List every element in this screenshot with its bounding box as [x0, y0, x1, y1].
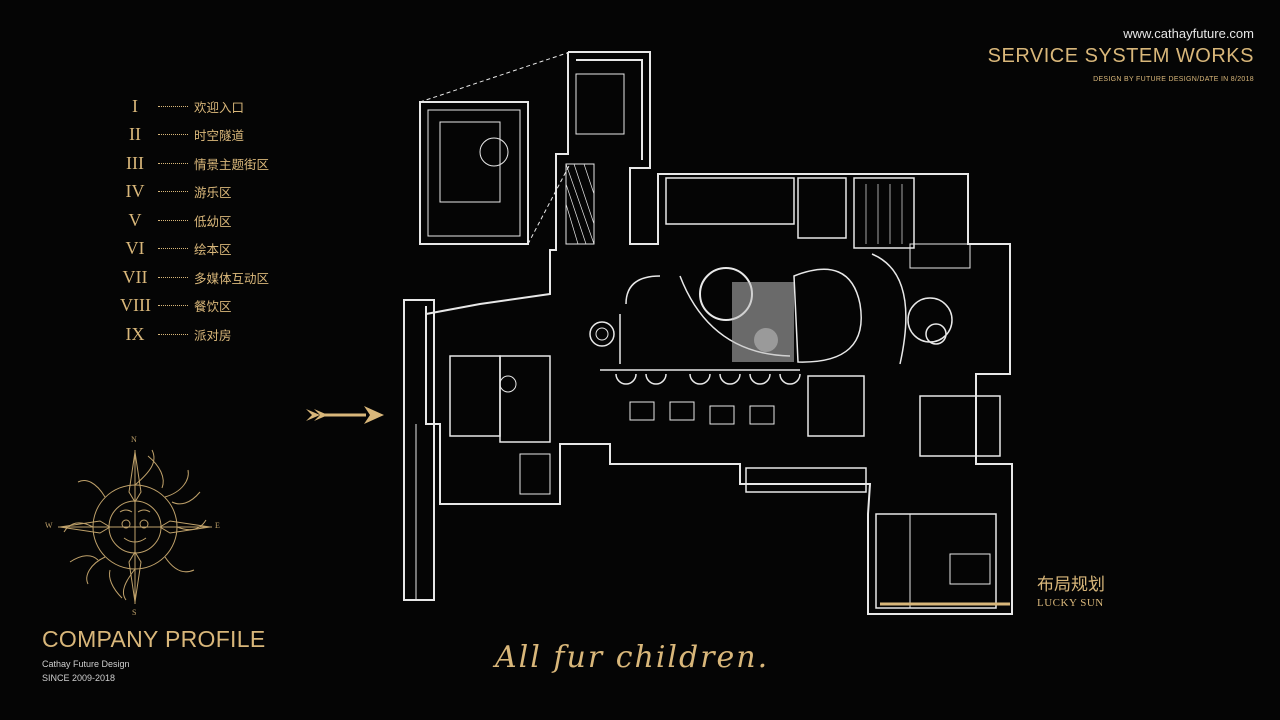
legend-numeral: I: [132, 95, 138, 116]
sun-compass-icon: [58, 449, 212, 604]
layout-label: 布局规划 LUCKY SUN: [1037, 570, 1105, 609]
floor-plan: [403, 51, 1013, 615]
legend-numeral: VIII: [120, 295, 151, 316]
company-since: SINCE 2009-2018: [42, 673, 116, 683]
legend-leader: [158, 134, 188, 136]
compass-east: E: [215, 521, 220, 530]
layout-title-en: LUCKY SUN: [1037, 597, 1104, 609]
legend-numeral: III: [126, 152, 144, 173]
legend-leader: [158, 305, 188, 307]
legend-numeral: VII: [122, 266, 148, 287]
company-title: COMPANY PROFILE: [42, 626, 266, 652]
legend-item: VII 多媒体互动区: [120, 263, 270, 292]
legend-label: 餐饮区: [194, 299, 232, 315]
legend-label: 时空隧道: [194, 128, 245, 144]
header: www.cathayfuture.com SERVICE SYSTEM WORK…: [988, 26, 1254, 83]
compass-south: S: [132, 608, 137, 617]
legend-item: VIII 餐饮区: [120, 292, 269, 321]
legend-label: 多媒体互动区: [194, 270, 270, 286]
entrance-arrow-icon: [306, 406, 384, 424]
legend-label: 低幼区: [194, 213, 232, 229]
legend-leader: [158, 219, 188, 221]
compass-north: N: [131, 435, 137, 444]
legend-numeral: IX: [125, 323, 145, 344]
site-url[interactable]: www.cathayfuture.com: [1123, 26, 1254, 41]
legend-numeral: IV: [125, 181, 145, 202]
legend-numeral: II: [129, 124, 141, 145]
legend-leader: [158, 105, 188, 107]
legend-item: III 情景主题街区: [120, 149, 269, 178]
legend-label: 派对房: [194, 327, 232, 343]
legend-leader: [158, 162, 188, 164]
legend-leader: [158, 333, 188, 335]
legend-numeral: VI: [125, 238, 145, 259]
legend-label: 欢迎入口: [194, 99, 245, 115]
legend-leader: [158, 276, 188, 278]
design-credit: DESIGN BY FUTURE DESIGN/DATE IN 8/2018: [1093, 76, 1254, 83]
legend-label: 情景主题街区: [194, 156, 270, 172]
company-profile: COMPANY PROFILE Cathay Future Design SIN…: [42, 626, 265, 683]
compass-west: W: [45, 521, 53, 530]
legend-label: 游乐区: [194, 185, 232, 201]
legend-item: VI 绘本区: [120, 235, 269, 264]
slogan: All fur children.: [495, 640, 770, 675]
legend-item: I 欢迎入口: [120, 92, 269, 121]
legend-item: II 时空隧道: [120, 121, 269, 150]
service-title: SERVICE SYSTEM WORKS: [987, 45, 1254, 67]
legend-leader: [158, 191, 188, 193]
sun-compass-emblem: N S W E: [40, 432, 230, 622]
legend-label: 绘本区: [194, 242, 232, 258]
layout-title-cn: 布局规划: [1037, 575, 1105, 595]
legend-item: IV 游乐区: [120, 178, 269, 207]
company-name: Cathay Future Design: [42, 659, 130, 669]
legend-leader: [158, 248, 188, 250]
legend-numeral: V: [128, 209, 142, 230]
legend-item: V 低幼区: [120, 206, 269, 235]
legend-item: IX 派对房: [120, 320, 269, 349]
